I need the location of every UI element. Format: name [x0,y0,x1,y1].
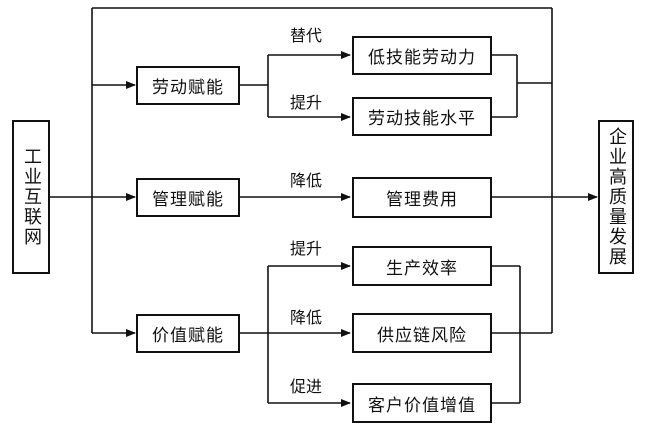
edge-label-promote: 促进 [288,377,325,396]
source-box: 工业互联网 [12,120,50,274]
customer-value-added-box: 客户价值增值 [352,383,492,423]
management-cost-box: 管理费用 [352,177,492,218]
edge-label-reduce-risk: 降低 [288,308,325,327]
value-empowerment-box: 价值赋能 [136,314,240,353]
target-box: 企业高质量发展 [598,120,634,274]
edge-label-substitute: 替代 [288,26,325,45]
production-efficiency-box: 生产效率 [352,246,492,286]
supply-chain-risk-box: 供应链风险 [352,313,492,353]
labor-skill-level-box: 劳动技能水平 [352,97,492,136]
management-empowerment-box: 管理赋能 [136,178,240,217]
edge-label-reduce-cost: 降低 [288,171,325,190]
edge-label-improve-efficiency: 提升 [288,239,325,258]
edge-label-improve-skill: 提升 [288,93,325,112]
labor-empowerment-box: 劳动赋能 [136,66,240,105]
low-skill-labor-box: 低技能劳动力 [352,36,492,75]
